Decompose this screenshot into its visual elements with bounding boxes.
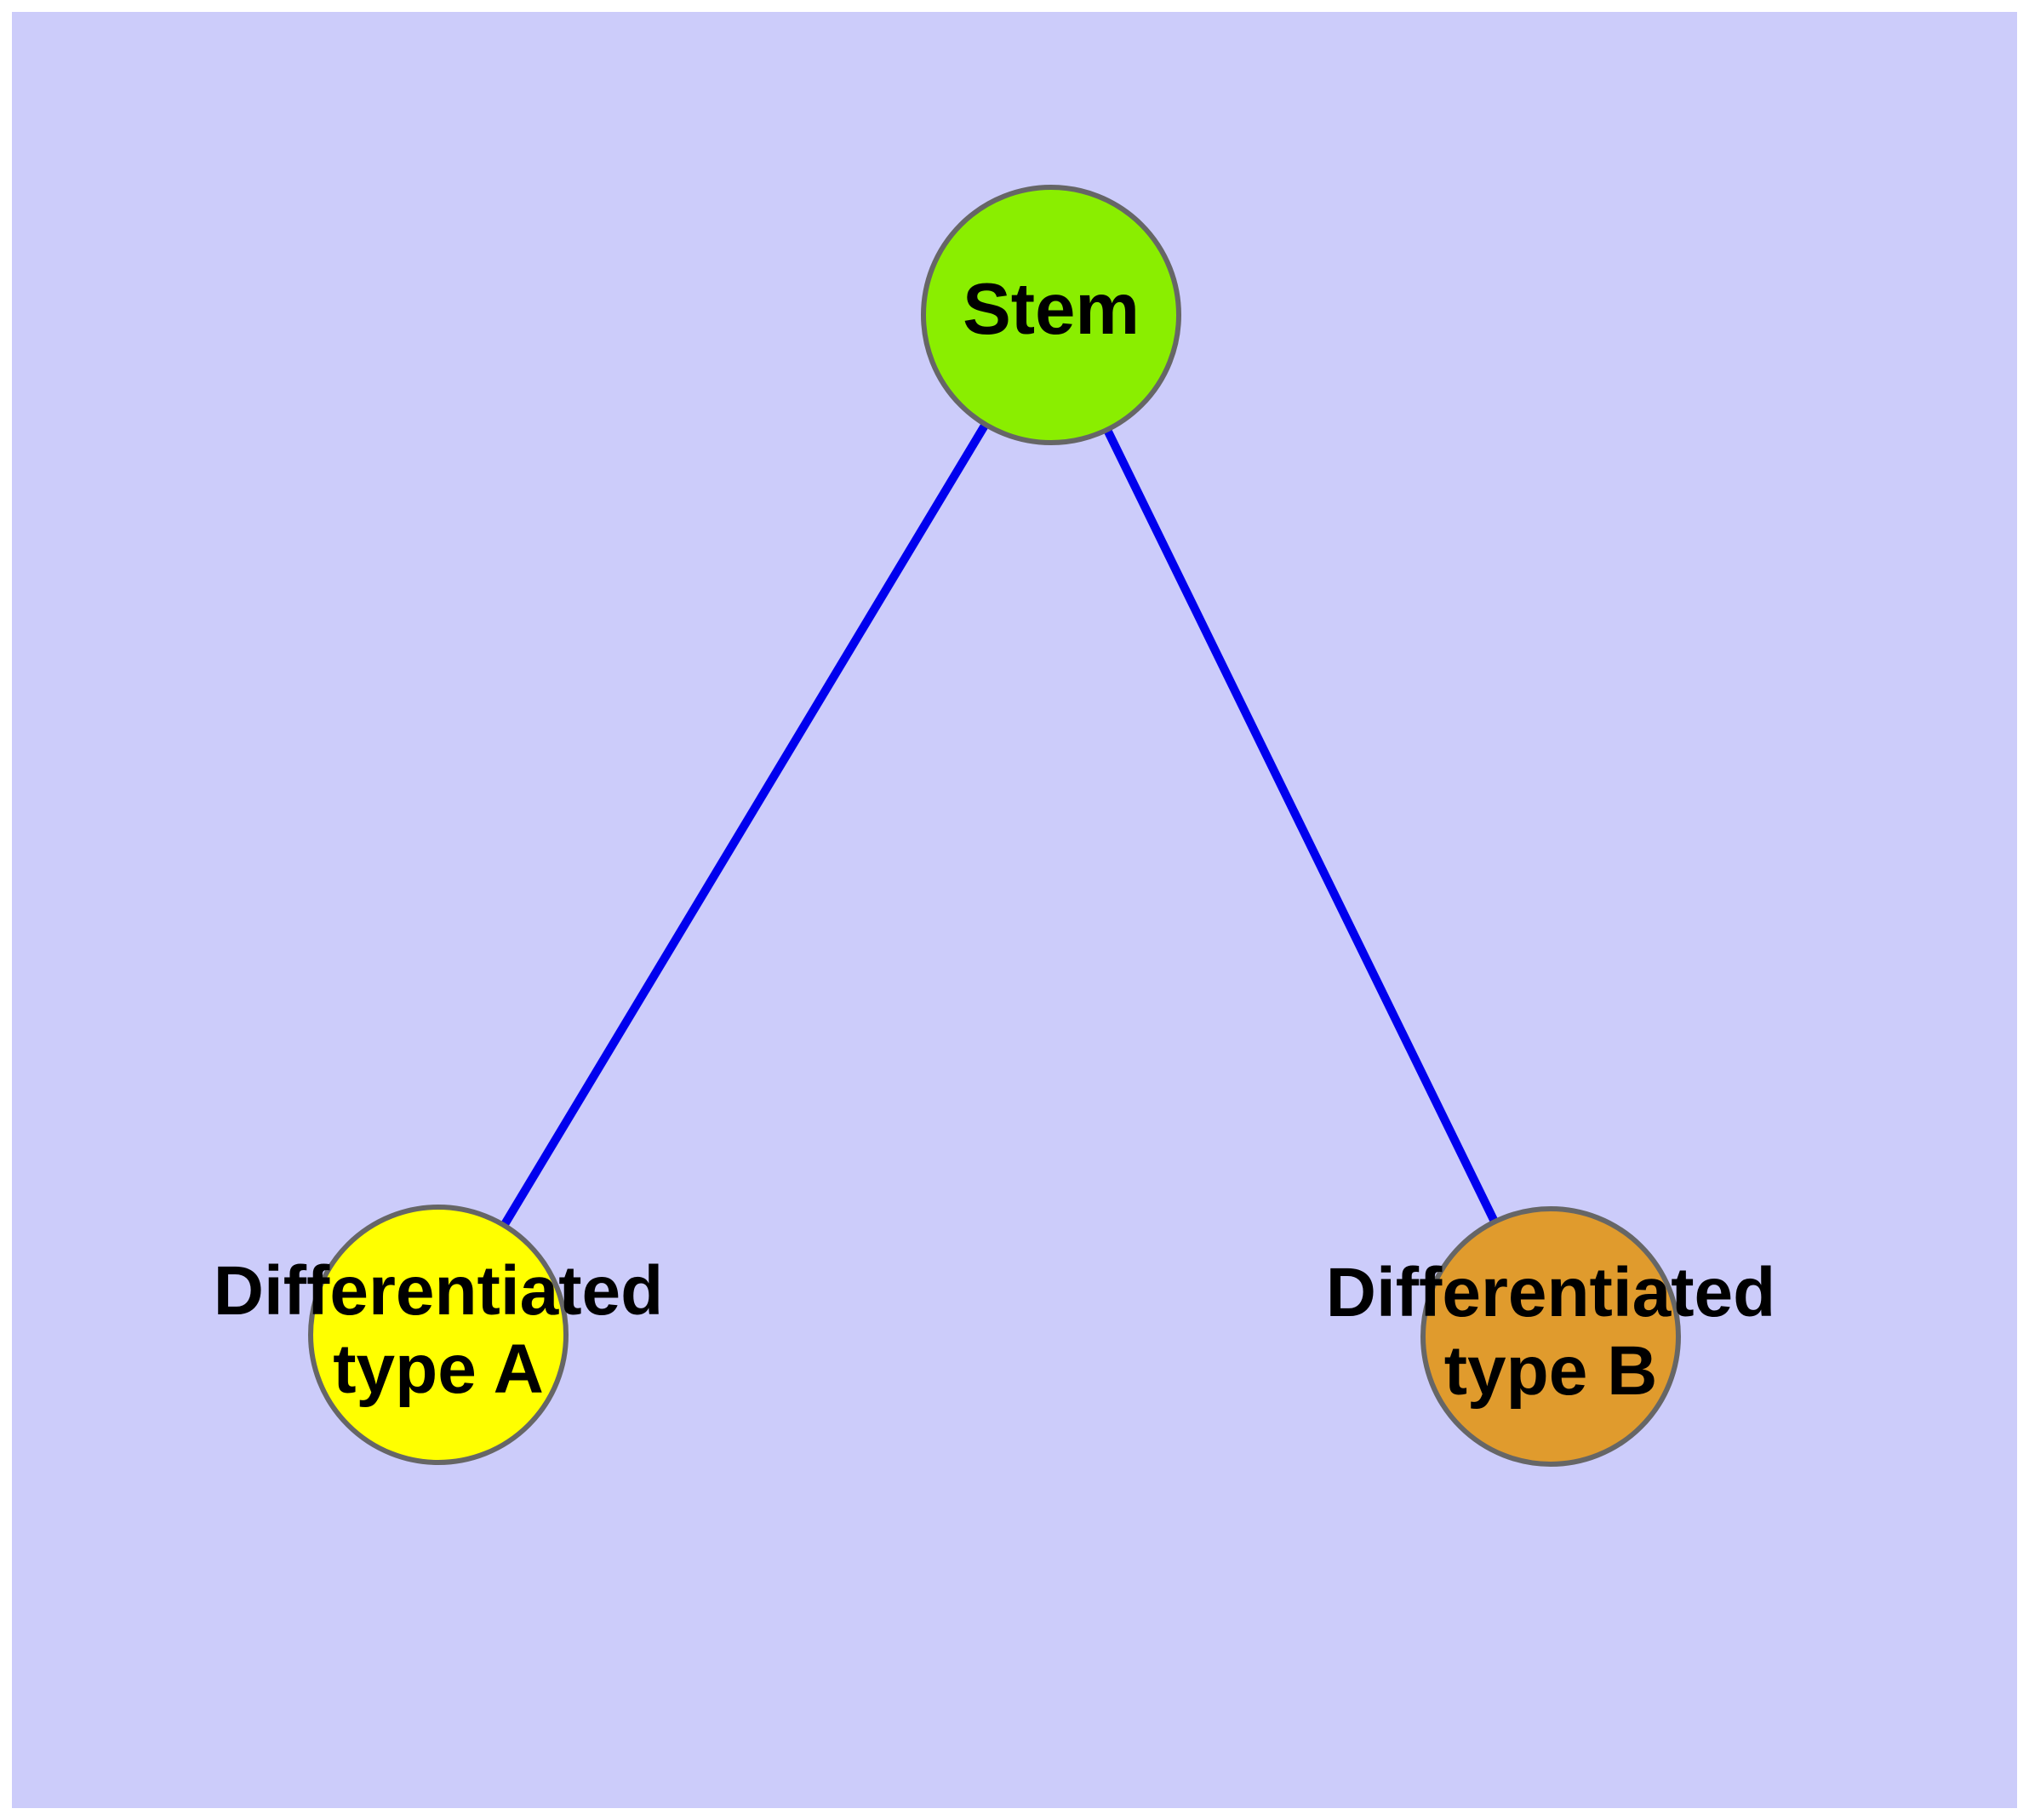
graph-node-stem[interactable] <box>921 185 1181 445</box>
node-label-line: Differentiated <box>1326 1254 1776 1331</box>
node-circles <box>308 185 1681 1467</box>
edges-layer <box>434 312 1555 1339</box>
graph-node-diff_b[interactable] <box>1420 1206 1681 1467</box>
graph-node-diff_a[interactable] <box>308 1205 569 1465</box>
node-label-line: Stem <box>963 269 1140 350</box>
graph-edge[interactable] <box>1047 312 1555 1339</box>
node-label-stem: Stem <box>963 269 1140 350</box>
node-label-line: type B <box>1444 1332 1658 1410</box>
graph-edge[interactable] <box>434 312 1055 1337</box>
node-label-line: Differentiated <box>214 1252 664 1330</box>
node-label-line: type A <box>333 1331 544 1408</box>
